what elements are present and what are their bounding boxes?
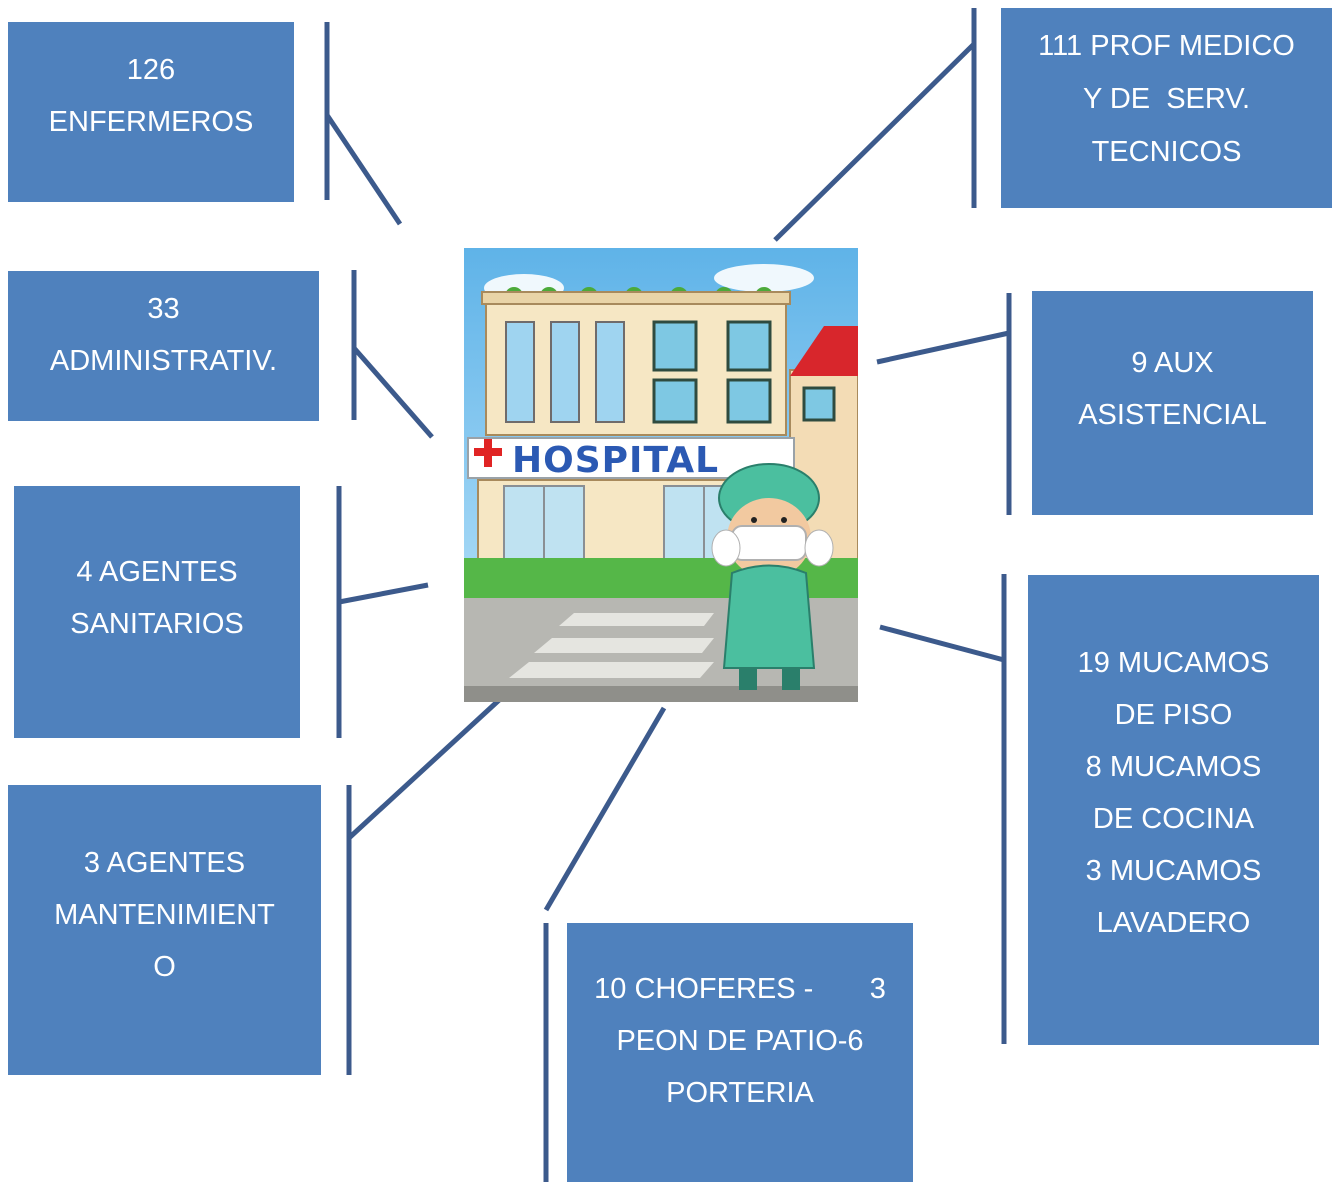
box-mucamos-line-3: 8 MUCAMOS — [1085, 751, 1262, 783]
box-prof-medico-line-1: 111 PROF MEDICO — [1038, 30, 1295, 62]
box-agentes-mantenimiento: 3 AGENTES MANTENIMIENT O — [8, 785, 321, 1075]
box-mucamos-line-5: 3 MUCAMOS — [1085, 855, 1262, 887]
box-aux-asistencial-line-2: ASISTENCIAL — [1078, 399, 1267, 431]
box-aux-asistencial: 9 AUX ASISTENCIAL — [1032, 291, 1313, 515]
box-administrativ-line-1: 33 — [147, 293, 180, 325]
connector-choferes-diag — [543, 706, 667, 912]
box-aux-asistencial-line-1: 9 AUX — [1131, 347, 1214, 379]
box-mucamos: 19 MUCAMOS DE PISO 8 MUCAMOS DE COCINA 3… — [1028, 575, 1319, 1045]
box-enfermeros-line-2: ENFERMEROS — [48, 106, 254, 138]
connector-mucamos-diag — [879, 624, 1005, 663]
box-mucamos-line-4: DE COCINA — [1092, 803, 1255, 835]
connector-sanitarios-diag — [338, 582, 429, 605]
box-agentes-sanitarios-line-2: SANITARIOS — [70, 608, 244, 640]
connector-enfermeros-diag — [324, 113, 403, 226]
doctor-figure — [711, 463, 834, 690]
box-prof-medico: 111 PROF MEDICO Y DE SERV. TECNICOS — [1001, 8, 1332, 208]
connector-mantenimiento-diag — [347, 688, 512, 840]
box-choferes: 10 CHOFERES - 3 PEON DE PATIO-6 PORTERIA — [567, 923, 913, 1182]
box-administrativ-line-2: ADMINISTRATIV. — [49, 345, 278, 377]
box-mucamos-line-6: LAVADERO — [1096, 907, 1251, 939]
box-agentes-sanitarios: 4 AGENTES SANITARIOS — [14, 486, 300, 738]
box-mucamos-line-2: DE PISO — [1114, 699, 1233, 731]
box-choferes-line-2: PEON DE PATIO-6 — [616, 1025, 864, 1057]
hospital-sign: HOSPITAL — [512, 440, 719, 481]
box-enfermeros-line-1: 126 — [126, 54, 176, 86]
box-prof-medico-line-3: TECNICOS — [1091, 136, 1242, 168]
box-administrativ: 33 ADMINISTRATIV. — [8, 271, 319, 421]
hospital-illustration: HOSPITAL — [464, 248, 858, 702]
box-enfermeros: 126 ENFERMEROS — [8, 22, 294, 202]
box-mantenimiento-line-3: O — [153, 951, 176, 983]
connector-aux-diag — [876, 330, 1010, 365]
box-mantenimiento-line-2: MANTENIMIENT — [54, 899, 275, 931]
box-choferes-line-1: 10 CHOFERES - 3 — [594, 973, 886, 1005]
box-choferes-line-3: PORTERIA — [666, 1077, 814, 1109]
box-prof-medico-line-2: Y DE SERV. — [1082, 83, 1251, 115]
connector-administrativ-diag — [352, 346, 434, 439]
box-agentes-sanitarios-line-1: 4 AGENTES — [76, 556, 238, 588]
box-mantenimiento-line-1: 3 AGENTES — [83, 847, 246, 879]
box-mucamos-line-1: 19 MUCAMOS — [1077, 647, 1270, 679]
connector-prof-medico-diag — [773, 42, 976, 242]
